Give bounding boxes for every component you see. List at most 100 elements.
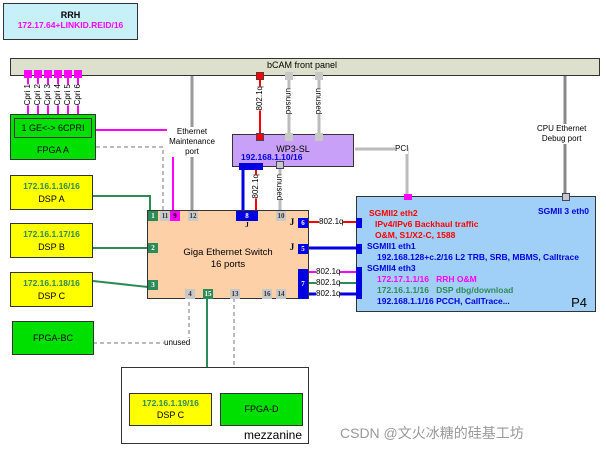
mezzanine-box: mezzanine 172.16.1.19/16 DSP C FPGA-D — [121, 367, 309, 444]
wp3-ip: 192.168.1.10/16 — [241, 152, 303, 162]
wp3-port-blue[interactable] — [239, 163, 263, 170]
p4-port-pci[interactable] — [404, 194, 412, 200]
switch-port-2[interactable]: 2 — [148, 243, 158, 253]
p4-sgmii4-line2: 172.16.1.1/16 DSP dbg/download — [377, 285, 514, 295]
dsp-b-box: 172.16.1.17/16 DSP B — [10, 223, 93, 258]
tag-8021q-port6: 802.1q — [319, 217, 344, 227]
switch-port-9[interactable]: 9 — [170, 211, 180, 221]
giga-ethernet-switch: Giga Ethernet Switch 16 ports 1 11 9 12 … — [147, 210, 309, 299]
p4-sgmii1: SGMII1 eth1 — [367, 241, 416, 251]
fpga-a-inner: 1 GE<-> 6CPRI — [14, 118, 92, 138]
wp3-port-red[interactable] — [256, 133, 264, 141]
tag-unused-1: unused — [284, 88, 293, 115]
eth-maintenance-label: Ethernet Maintenance port — [167, 127, 217, 157]
switch-port-13[interactable]: 13 — [230, 289, 240, 299]
switch-port-8-jumbo: J — [245, 221, 249, 229]
p4-port-debug[interactable] — [562, 193, 570, 201]
dsp-a-name: DSP A — [38, 194, 65, 204]
tag-8021q-port7-b: 802.1q — [316, 278, 341, 288]
switch-subtitle: 16 ports — [210, 259, 246, 270]
fpga-a-inner-label: 1 GE<-> 6CPRI — [21, 123, 85, 133]
p4-box: SGMII 3 eth0 SGMII2 eth2 IPv4/IPv6 Backh… — [356, 193, 596, 312]
switch-port-12[interactable]: 12 — [188, 211, 198, 221]
tag-unused-wp3: unused — [275, 174, 284, 201]
cpu-debug-label: CPU Ethernet Debug port — [537, 124, 587, 144]
dsp-a-ip: 172.16.1.16/16 — [23, 181, 80, 191]
fpga-a-box: 1 GE<-> 6CPRI FPGA A — [10, 114, 96, 160]
wp3-name: WP3-SL — [276, 144, 310, 154]
front-panel-label: bCAM front panel — [267, 60, 338, 70]
front-panel: bCAM front panel — [10, 58, 600, 76]
p4-sgmii2-line1: IPv4/IPv6 Backhaul traffic — [375, 219, 479, 229]
mezzanine-label: mezzanine — [243, 428, 302, 442]
cpri-label-2: Cpri 2 — [33, 84, 42, 106]
switch-port-5[interactable]: 5 — [298, 244, 308, 254]
cpri-port-1[interactable] — [24, 70, 32, 78]
fpga-bc-label: FPGA-BC — [32, 333, 73, 343]
p4-sgmii4-line1: 172.17.1.1/16 RRH O&M — [377, 274, 477, 284]
p4-name: P4 — [571, 295, 587, 310]
cpri-label-4: Cpri 4 — [53, 84, 62, 106]
cpri-label-6: Cpri 6 — [73, 84, 82, 106]
p4-sgmii1-line1: 192.168.128+c.2/16 L2 TRB, SRB, MBMS, Ca… — [377, 252, 579, 262]
switch-port-3[interactable]: 3 — [148, 280, 158, 290]
p4-sgmii4: SGMII4 eth3 — [367, 263, 416, 273]
p4-sgmii3: SGMII 3 eth0 — [537, 206, 589, 216]
tag-8021q-front: 802.1q — [255, 86, 264, 111]
fpga-a-label: FPGA A — [36, 145, 69, 155]
dsp-b-name: DSP B — [38, 242, 65, 252]
wp3-port-bottom-gray[interactable] — [276, 161, 284, 169]
cpu-debug-line2: Debug port — [541, 134, 582, 143]
switch-title: Giga Ethernet Switch — [183, 247, 273, 258]
tag-8021q-port7-a: 802.1q — [316, 267, 341, 277]
mezz-dsp-ip: 172.16.1.19/16 — [142, 398, 199, 408]
tag-8021q-port7-c: 802.1q — [316, 289, 341, 299]
switch-port-6[interactable]: 6 — [298, 218, 308, 228]
p4-sgmii2-line2: O&M, S1/X2-C, 1588 — [375, 230, 456, 240]
front-port-unused-1[interactable] — [285, 72, 293, 80]
cpri-port-3[interactable] — [44, 70, 52, 78]
switch-port-1[interactable]: 1 — [148, 211, 158, 221]
switch-port-8[interactable]: 8 — [236, 211, 258, 221]
switch-port-5-jumbo: J — [289, 242, 295, 252]
cpri-label-5: Cpri 5 — [63, 84, 72, 106]
tag-8021q-wp3: 802.1q — [251, 174, 260, 199]
dsp-c-ip: 172.16.1.18/16 — [23, 278, 80, 288]
switch-port-16[interactable]: 16 — [262, 289, 272, 299]
switch-port-4[interactable]: 4 — [185, 289, 195, 299]
cpri-port-6[interactable] — [74, 70, 82, 78]
front-port-8021q[interactable] — [256, 72, 264, 80]
switch-port-11[interactable]: 11 — [160, 211, 170, 221]
eth-maint-line3: port — [185, 147, 199, 156]
dsp-c-name: DSP C — [37, 291, 66, 301]
p4-port-eth1[interactable] — [356, 244, 362, 254]
wp3-port-gray-2[interactable] — [315, 133, 323, 141]
p4-sgmii2: SGMII2 eth2 — [369, 208, 418, 218]
dsp-b-ip: 172.16.1.17/16 — [23, 229, 80, 239]
dsp-a-box: 172.16.1.16/16 DSP A — [10, 175, 93, 210]
p4-port-eth2[interactable] — [356, 218, 362, 228]
switch-port-10[interactable]: 10 — [276, 211, 286, 221]
cpri-port-2[interactable] — [34, 70, 42, 78]
eth-maint-line2: Maintenance — [169, 137, 215, 146]
switch-port-6-jumbo: J — [289, 217, 295, 227]
cpri-port-5[interactable] — [64, 70, 72, 78]
mezz-fpga-d-box: FPGA-D — [220, 393, 303, 426]
switch-port-15[interactable]: 15 — [203, 289, 213, 299]
wp3-port-gray-1[interactable] — [285, 133, 293, 141]
mezz-fpga-d-label: FPGA-D — [244, 404, 279, 414]
mezz-dsp-name: DSP C — [156, 410, 185, 420]
tag-unused-2: unused — [314, 88, 323, 115]
fpga-bc-box: FPGA-BC — [12, 321, 94, 355]
cpri-port-4[interactable] — [54, 70, 62, 78]
dsp-c-box: 172.16.1.18/16 DSP C — [10, 272, 93, 307]
eth-maint-line1: Ethernet — [176, 127, 208, 136]
switch-port-14[interactable]: 14 — [276, 289, 286, 299]
switch-port-7[interactable]: 7 — [298, 269, 308, 299]
front-port-unused-2[interactable] — [315, 72, 323, 80]
rrh-title: RRH — [60, 10, 81, 20]
p4-sgmii4-line3: 192.168.1.1/16 PCCH, CallTrace... — [377, 296, 510, 306]
watermark: CSDN @文火冰糖的硅基工坊 — [340, 425, 524, 441]
cpu-debug-line1: CPU Ethernet — [537, 124, 587, 133]
p4-port-eth3[interactable] — [356, 267, 362, 299]
